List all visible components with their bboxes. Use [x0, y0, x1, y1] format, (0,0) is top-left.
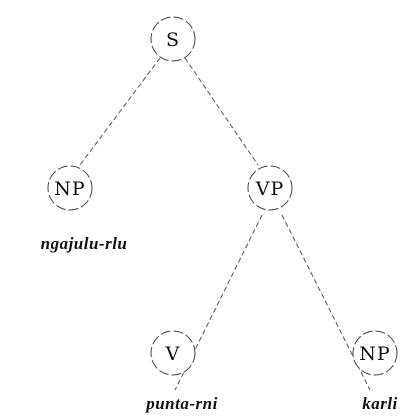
node-np-subject-circle — [47, 165, 93, 211]
node-s-circle — [150, 16, 196, 62]
node-v-circle — [150, 330, 196, 376]
node-v-label: V — [165, 343, 181, 365]
node-v: V — [150, 330, 196, 376]
word-verb: punta-rni — [144, 394, 218, 413]
node-s-label: S — [166, 29, 180, 51]
edge-s-vp — [184, 57, 259, 166]
node-vp: VP — [247, 165, 293, 211]
node-np-object-label: NP — [359, 343, 390, 365]
node-np-subject-label: NP — [54, 178, 85, 200]
node-np-subject: NP — [47, 165, 93, 211]
word-subject: ngajulu-rlu — [41, 234, 128, 253]
node-np-object-circle — [352, 330, 398, 376]
node-vp-label: VP — [255, 178, 285, 200]
node-np-object: NP — [352, 330, 398, 376]
edge-s-np — [79, 57, 161, 166]
node-vp-circle — [247, 165, 293, 211]
node-s: S — [150, 16, 196, 62]
word-object: karli — [362, 394, 398, 413]
